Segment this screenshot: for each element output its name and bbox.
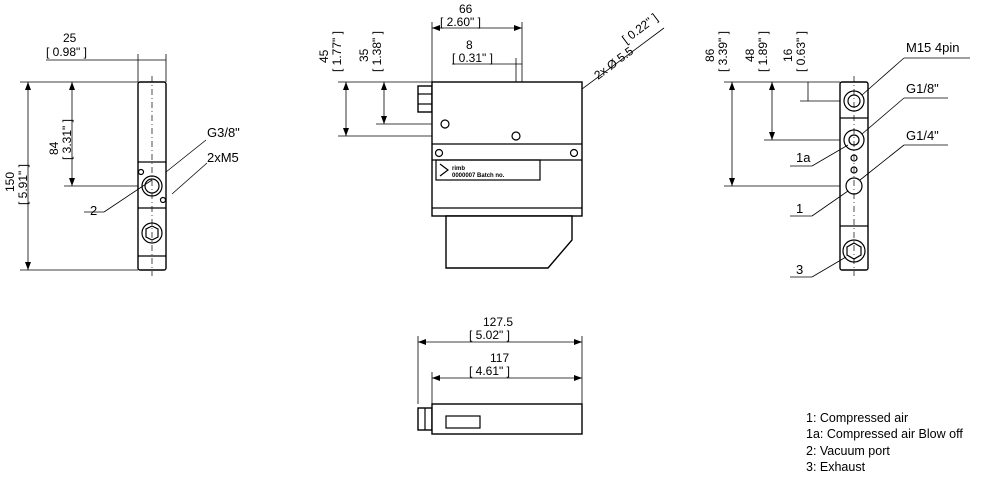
dim-front-width-in: [ 2.60" ]	[440, 15, 481, 29]
dim-front-top1-mm: 45	[317, 49, 331, 63]
callout-left-mount: 2xM5	[207, 150, 239, 165]
side-view: 25 [ 0.98" ] 150 [ 5.91" ] 84 [ 3.31" ] …	[3, 31, 240, 276]
dim-right-h1-in: [ 3.39" ]	[716, 31, 730, 72]
dim-front-hole-in: [ 0.22" ]	[619, 11, 660, 47]
dim-right-h2-mm: 48	[743, 48, 757, 62]
dim-bottom-len1-in: [ 5.02" ]	[469, 328, 510, 342]
dim-bottom-len2-mm: 117	[490, 351, 509, 365]
dim-right-h3-in: [ 0.63" ]	[794, 31, 808, 72]
callout-left-thread: G3/8"	[207, 125, 240, 140]
dim-side-port-mm: 84	[47, 141, 61, 155]
legend-item: 2: Vacuum port	[806, 444, 890, 458]
dim-right-h2-in: [ 1.89" ]	[756, 31, 770, 72]
dim-front-hole-mm: 2x Ø 5.5	[591, 44, 636, 83]
bottom-view: 127.5 [ 5.02" ] 117 [ 4.61" ]	[417, 315, 583, 435]
dim-side-width-mm: 25	[63, 31, 77, 45]
dim-right-h1-mm: 86	[703, 48, 717, 62]
plate-brand: rimb	[452, 166, 465, 172]
right-view: 86 [ 3.39" ] 48 [ 1.89" ] 16 [ 0.63" ] M…	[703, 31, 970, 278]
dim-front-top1-in: [ 1.77" ]	[330, 31, 344, 72]
legend-item: 1a: Compressed air Blow off	[806, 427, 963, 441]
legend-item: 1: Compressed air	[806, 411, 908, 425]
callout-right-1a: 1a	[796, 150, 811, 165]
dim-side-width-in: [ 0.98" ]	[46, 45, 87, 59]
dim-side-height-mm: 150	[3, 172, 17, 192]
dim-front-offset-mm: 8	[466, 38, 473, 52]
dim-side-port-in: [ 3.31" ]	[60, 119, 74, 160]
callout-right-1: 1	[796, 201, 803, 216]
front-view: 66 [ 2.60" ] 8 [ 0.31" ] 45 [ 1.77" ] 35…	[317, 2, 665, 269]
dim-front-width-mm: 66	[459, 2, 473, 16]
dim-right-h3-mm: 16	[781, 48, 795, 62]
dim-side-height-in: [ 5.91" ]	[16, 164, 30, 205]
dim-front-top2-in: [ 1.38" ]	[370, 31, 384, 72]
legend: 1: Compressed air 1a: Compressed air Blo…	[806, 411, 963, 474]
dim-front-offset-in: [ 0.31" ]	[452, 51, 493, 65]
plate-code: 0000007 Batch no.	[452, 173, 505, 179]
legend-item: 3: Exhaust	[806, 460, 866, 474]
callout-right-g18: G1/8"	[906, 81, 939, 96]
dim-bottom-len2-in: [ 4.61" ]	[469, 364, 510, 378]
callout-right-g14: G1/4"	[906, 128, 939, 143]
callout-right-m15: M15 4pin	[906, 40, 959, 55]
callout-left-2: 2	[90, 203, 97, 218]
dim-bottom-len1-mm: 127.5	[483, 315, 513, 329]
callout-right-3: 3	[796, 262, 803, 277]
dim-front-top2-mm: 35	[357, 48, 371, 62]
